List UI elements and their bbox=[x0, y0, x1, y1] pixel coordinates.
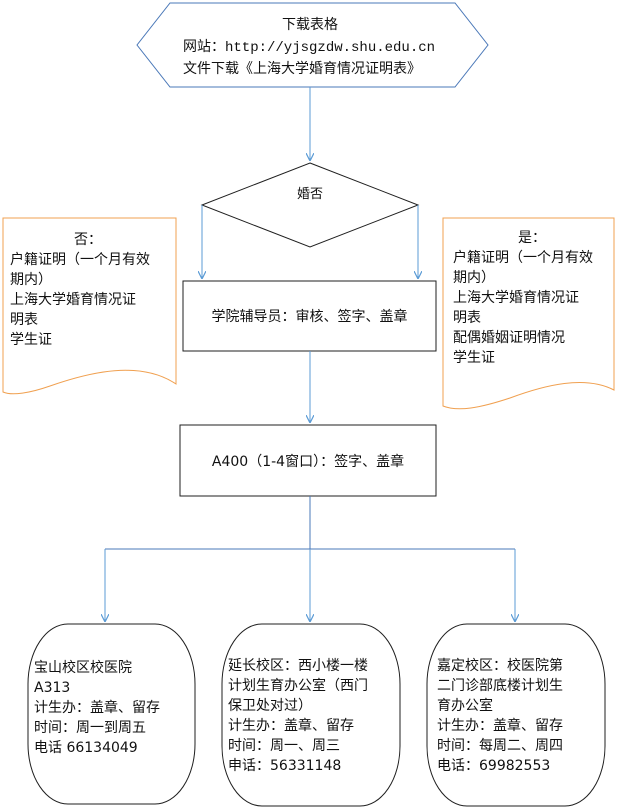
a400-step-box bbox=[179, 424, 437, 497]
campus-info-line: 延长校区：西小楼一楼 bbox=[228, 658, 368, 674]
campus-info-line: 计生办：盖章、留存 bbox=[228, 718, 354, 734]
campus-info-line: A313 bbox=[34, 680, 71, 696]
baoshan-campus-info: 宝山校区校医院 A313 计生办：盖章、留存时间：周一到周五电话 66134049 bbox=[34, 658, 160, 758]
start-node-shape bbox=[136, 2, 489, 88]
campus-info-line: 时间：周一、周三 bbox=[228, 738, 340, 754]
yes-documents-shape bbox=[442, 217, 615, 410]
counselor-step-label: 学院辅导员：审核、签字、盖章 bbox=[211, 309, 408, 325]
jiading-campus-info: 嘉定校区：校医院第二门诊部底楼计划生育办公室计生办：盖章、留存时间：每周二、周四… bbox=[437, 656, 563, 776]
jiading-campus-shape bbox=[426, 623, 606, 807]
yes-documents-item: 户籍证明（一个月有效 bbox=[453, 250, 593, 266]
campus-info-line: 电话 66134049 bbox=[34, 740, 138, 756]
yes-documents-item: 配偶婚姻证明情况 bbox=[453, 330, 565, 346]
campus-info-line: 电话：69982553 bbox=[437, 758, 551, 774]
yes-documents-item: 明表 bbox=[453, 310, 481, 326]
yes-documents-heading: 是： bbox=[518, 230, 546, 246]
counselor-step-box bbox=[182, 280, 437, 352]
start-url-label: 网站： bbox=[183, 39, 225, 55]
a400-step-label: A400（1-4窗口）：签字、盖章 bbox=[211, 453, 405, 470]
start-url-link[interactable]: http://yjsgzdw.shu.edu.cn bbox=[225, 40, 436, 56]
no-documents-item: 明表 bbox=[10, 312, 38, 328]
yes-documents-item: 期内） bbox=[453, 270, 495, 286]
campus-info-line: 计生办：盖章、留存 bbox=[437, 718, 563, 734]
campus-info-line: 时间：每周二、周四 bbox=[437, 738, 563, 754]
decision-node-shape bbox=[200, 162, 420, 248]
campus-info-line: 计生办：盖章、留存 bbox=[34, 700, 160, 716]
campus-info-line: 申话：56331148 bbox=[228, 758, 342, 774]
no-documents-item: 期内） bbox=[10, 272, 52, 288]
no-documents-heading: 否： bbox=[74, 232, 102, 248]
campus-info-line: 二门诊部底楼计划生 bbox=[437, 678, 563, 694]
campus-info-line: 保卫处对过） bbox=[228, 698, 312, 714]
baoshan-campus-shape bbox=[27, 623, 196, 805]
yes-documents-list: 户籍证明（一个月有效期内） 上海大学婚育情况证明表配偶婚姻证明情况学生证 bbox=[453, 248, 593, 368]
yanchang-campus-shape bbox=[221, 623, 401, 807]
yes-documents-item: 上海大学婚育情况证 bbox=[453, 290, 579, 306]
no-documents-shape bbox=[2, 217, 177, 395]
campus-info-line: 计划生育办公室（西门 bbox=[228, 678, 368, 694]
yes-documents-item: 学生证 bbox=[453, 350, 495, 366]
campus-info-line: 时间：周一到周五 bbox=[34, 720, 146, 736]
campus-info-line: 宝山校区校医院 bbox=[34, 660, 132, 676]
no-documents-item: 学生证 bbox=[10, 332, 52, 348]
start-title: 下载表格 bbox=[282, 17, 338, 33]
campus-info-line: 嘉定校区：校医院第 bbox=[437, 658, 563, 674]
no-documents-item: 户籍证明（一个月有效 bbox=[10, 252, 150, 268]
no-documents-list: 户籍证明（一个月有效期内） 上海大学婚育情况证明表学生证 bbox=[10, 250, 150, 350]
start-url-line: 网站：http://yjsgzdw.shu.edu.cn bbox=[183, 37, 435, 58]
campus-info-line: 育办公室 bbox=[437, 698, 493, 714]
start-download-text: 文件下载《上海大学婚育情况证明表》 bbox=[183, 61, 421, 77]
yanchang-campus-info: 延长校区：西小楼一楼计划生育办公室（西门保卫处对过） 计生办：盖章、留存时间：周一… bbox=[228, 656, 368, 776]
no-documents-item: 上海大学婚育情况证 bbox=[10, 292, 136, 308]
decision-label: 婚否 bbox=[296, 187, 323, 202]
